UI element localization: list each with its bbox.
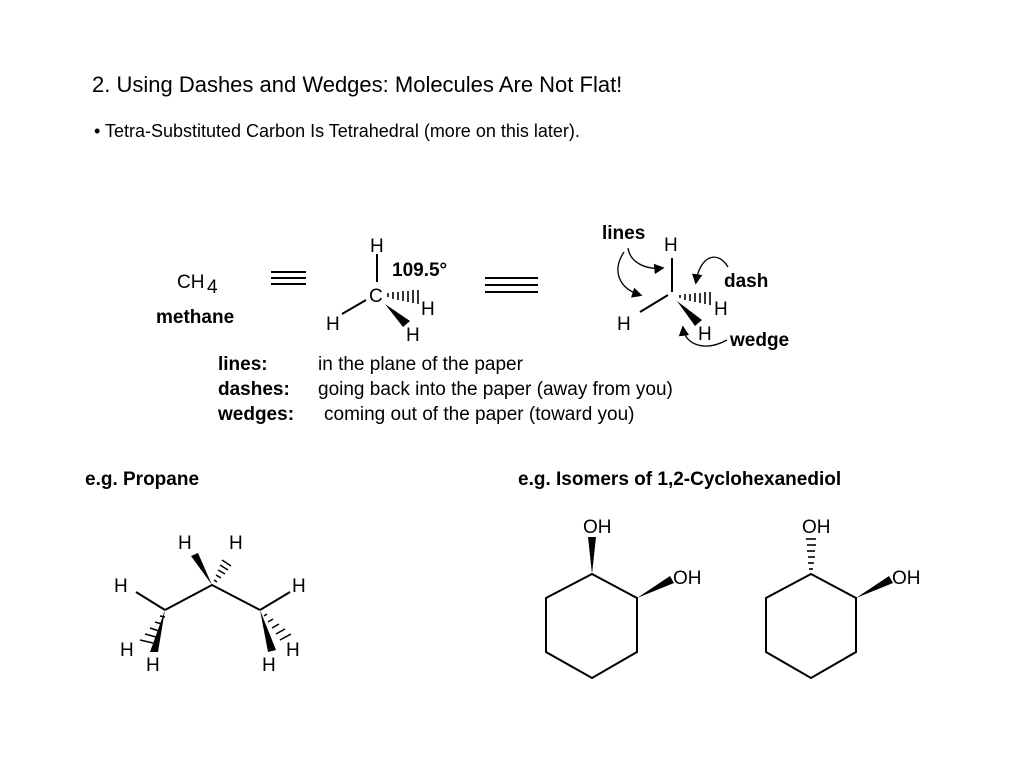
definitions: lines: in the plane of the paper dashes:… <box>217 354 673 425</box>
svg-text:dashes:: dashes: <box>218 379 290 400</box>
svg-text:CH: CH <box>177 272 204 293</box>
svg-text:H: H <box>286 640 300 661</box>
svg-text:OH: OH <box>892 568 921 589</box>
cyclohexanediol-heading: e.g. Isomers of 1,2-Cyclohexanediol <box>518 469 841 490</box>
arrow-dash <box>692 256 729 285</box>
svg-text:H: H <box>120 640 134 661</box>
arrow-lines-upper <box>627 247 665 275</box>
svg-text:H: H <box>146 655 160 676</box>
annotated-methane: H H H H lines dash wedge <box>602 223 789 351</box>
atom-h-top: H <box>370 236 384 257</box>
svg-text:H: H <box>714 299 728 320</box>
methane-name: methane <box>156 307 234 328</box>
svg-text:H: H <box>114 576 128 597</box>
svg-text:OH: OH <box>583 517 612 538</box>
trans-isomer: OH OH <box>765 517 921 680</box>
svg-text:in the plane of the paper: in the plane of the paper <box>318 354 524 375</box>
bullet-point: • Tetra-Substituted Carbon Is Tetrahedra… <box>94 121 580 141</box>
svg-text:coming out of the paper (towar: coming out of the paper (toward you) <box>324 404 635 425</box>
methane-formula: CH 4 <box>177 272 218 298</box>
atom-h-left: H <box>326 314 340 335</box>
svg-text:OH: OH <box>673 568 702 589</box>
arrow-lines-lower <box>617 251 643 298</box>
equivalence-sign-1 <box>271 271 306 285</box>
svg-text:H: H <box>664 235 678 256</box>
methane-structure: H C H H H 109.5° <box>326 236 447 346</box>
svg-text:H: H <box>698 324 712 345</box>
svg-text:going back into the paper (awa: going back into the paper (away from you… <box>318 379 673 400</box>
svg-text:H: H <box>262 655 276 676</box>
arrow-wedge <box>678 325 728 347</box>
wedge-bond <box>385 304 410 327</box>
cis-isomer: OH OH <box>545 517 702 680</box>
equivalence-sign-2 <box>485 277 538 293</box>
atom-h-bottom: H <box>406 325 420 346</box>
atom-h-right: H <box>421 299 435 320</box>
atom-c: C <box>369 286 383 307</box>
propane-structure: H H H H H H H H <box>114 533 306 676</box>
bond-angle: 109.5° <box>392 260 447 281</box>
svg-text:OH: OH <box>802 517 831 538</box>
label-wedge: wedge <box>729 330 789 351</box>
svg-text:H: H <box>229 533 243 554</box>
bond-line-left <box>341 299 367 315</box>
slide-title: 2. Using Dashes and Wedges: Molecules Ar… <box>92 72 623 97</box>
svg-text:wedges:: wedges: <box>217 404 294 425</box>
label-dash: dash <box>724 271 768 292</box>
svg-text:H: H <box>292 576 306 597</box>
svg-text:4: 4 <box>207 277 218 298</box>
svg-text:lines:: lines: <box>218 354 268 375</box>
propane-heading: e.g. Propane <box>85 469 199 490</box>
svg-text:H: H <box>178 533 192 554</box>
label-lines: lines <box>602 223 645 244</box>
dash-bond <box>387 290 419 304</box>
svg-text:H: H <box>617 314 631 335</box>
